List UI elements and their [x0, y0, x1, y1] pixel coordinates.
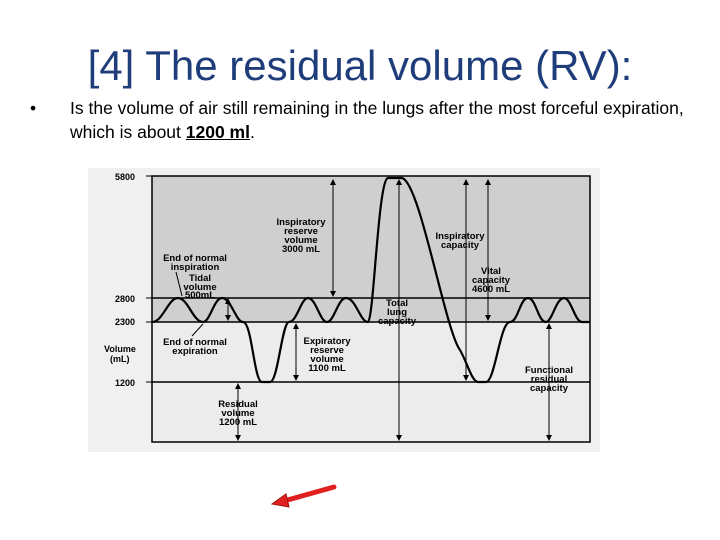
pointer-end-expiration: [191, 323, 204, 337]
svg-text:Vital: Vital: [481, 266, 501, 277]
svg-text:Inspiratory: Inspiratory: [435, 231, 485, 242]
label-frc: Functional residual capacity: [525, 365, 573, 394]
label-tlc: Total lung capacity: [378, 298, 417, 327]
svg-text:volume: volume: [284, 235, 317, 246]
svg-text:volume: volume: [221, 408, 254, 419]
svg-text:1200 mL: 1200 mL: [219, 417, 257, 428]
svg-text:volume: volume: [183, 282, 216, 293]
bullet-emphasis: 1200 ml: [185, 122, 250, 142]
svg-text:Inspiratory: Inspiratory: [276, 217, 326, 228]
label-end-inspiration: End of normal inspiration: [163, 253, 227, 273]
label-tidal-volume: Tidal volume 500mL: [183, 273, 216, 301]
label-ic: Inspiratory capacity: [435, 231, 485, 251]
bullet-text: Is the volume of air still remaining in …: [70, 96, 710, 144]
slide-title: [4] The residual volume (RV):: [87, 42, 633, 89]
svg-text:reserve: reserve: [310, 345, 344, 356]
svg-text:expiration: expiration: [172, 346, 218, 357]
svg-text:4600 mL: 4600 mL: [472, 284, 510, 295]
svg-text:Residual: Residual: [218, 399, 258, 410]
svg-text:capacity: capacity: [530, 383, 569, 394]
tick-2800: 2800: [115, 294, 135, 304]
svg-text:1100 mL: 1100 mL: [308, 363, 346, 374]
red-arrow-icon: [270, 484, 337, 508]
svg-text:End of normal: End of normal: [163, 337, 227, 348]
svg-text:capacity: capacity: [441, 240, 480, 251]
svg-text:Functional: Functional: [525, 365, 573, 376]
svg-text:lung: lung: [387, 307, 407, 318]
svg-text:volume: volume: [310, 354, 343, 365]
svg-text:inspiration: inspiration: [171, 262, 220, 273]
y-axis-title-line1: Volume: [104, 344, 136, 354]
label-end-expiration: End of normal expiration: [163, 337, 227, 357]
svg-text:3000 mL: 3000 mL: [282, 244, 320, 255]
svg-text:End of normal: End of normal: [163, 253, 227, 264]
label-erv: Expiratory reserve volume 1100 mL: [304, 336, 352, 374]
tick-1200: 1200: [115, 378, 135, 388]
svg-text:Tidal: Tidal: [189, 273, 211, 284]
svg-text:500mL: 500mL: [185, 290, 215, 301]
label-vc: Vital capacity 4600 mL: [472, 266, 511, 295]
label-irv: Inspiratory reserve volume 3000 mL: [276, 217, 326, 255]
bullet-symbol: •: [30, 98, 37, 118]
pointer-end-inspiration: [175, 271, 183, 297]
bullet-text-main: Is the volume of air still remaining in …: [70, 98, 684, 142]
svg-text:Expiratory: Expiratory: [304, 336, 352, 347]
svg-text:reserve: reserve: [284, 226, 318, 237]
label-rv: Residual volume 1200 mL: [218, 399, 258, 428]
svg-text:capacity: capacity: [378, 316, 417, 327]
y-axis-title-line2: (mL): [110, 354, 130, 364]
bullet-text-end: .: [249, 122, 255, 142]
diagram-frame: [151, 175, 591, 443]
svg-text:residual: residual: [531, 374, 567, 385]
svg-text:capacity: capacity: [472, 275, 511, 286]
svg-text:Total: Total: [386, 298, 408, 309]
tick-5800: 5800: [115, 172, 135, 182]
tick-2300: 2300: [115, 317, 135, 327]
